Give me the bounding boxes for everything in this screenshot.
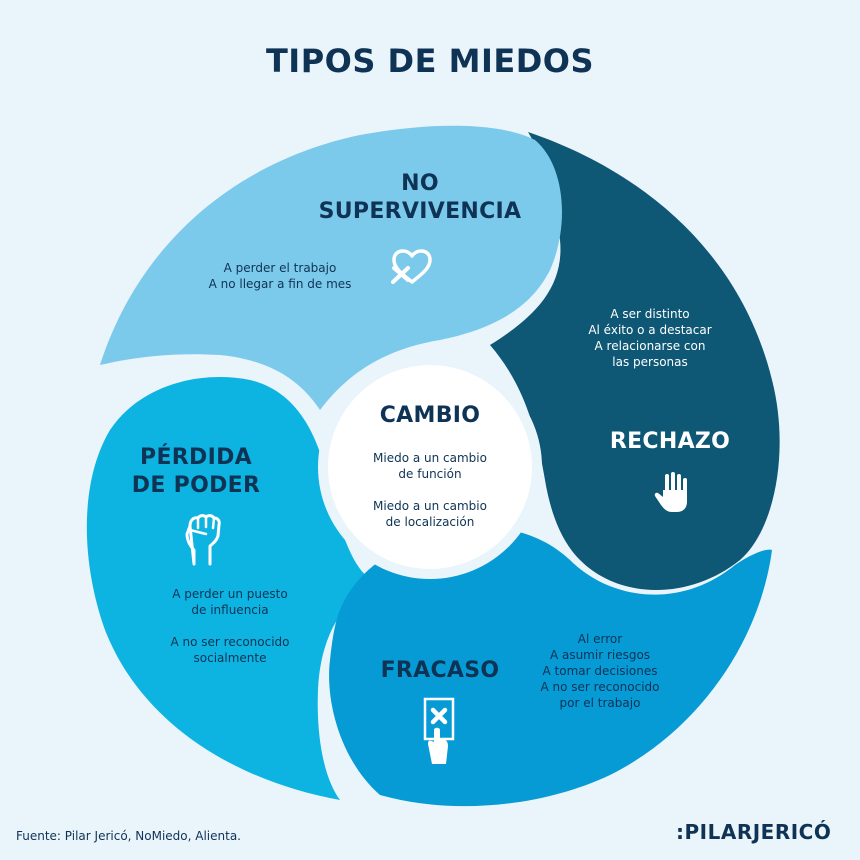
cambio-items: Miedo a un cambio de función Miedo a un …	[373, 451, 487, 529]
perdida-de-poder-heading: PÉRDIDA DE PODER	[131, 445, 261, 498]
segment-perdida-de-poder	[86, 377, 380, 800]
segment-no-supervivencia	[100, 125, 562, 410]
no-supervivencia-items: A perder el trabajo A no llegar a fin de…	[208, 261, 352, 291]
broken-heart-icon	[391, 249, 432, 284]
raised-fist-icon	[185, 514, 221, 566]
segment-rechazo	[490, 132, 780, 590]
fracaso-heading: FRACASO	[380, 658, 500, 683]
cambio-heading: CAMBIO	[379, 403, 481, 428]
no-supervivencia-heading: NO SUPERVIVENCIA	[318, 171, 522, 224]
rechazo-items: A ser distinto Al éxito o a destacar A r…	[588, 307, 712, 369]
rechazo-heading: RECHAZO	[609, 429, 731, 454]
page-title: TIPOS DE MIEDOS	[265, 42, 595, 80]
perdida-de-poder-items: A perder un puesto de influencia A no se…	[170, 587, 290, 665]
segment-cambio	[328, 365, 532, 569]
brand-logo: :PILARJERICÓ	[676, 820, 832, 844]
source-citation: Fuente: Pilar Jericó, NoMiedo, Alienta.	[16, 829, 241, 843]
fracaso-items: Al error A asumir riesgos A tomar decisi…	[540, 632, 660, 710]
hand-holding-rejected-card-icon	[423, 697, 455, 764]
stop-hand-icon	[654, 472, 687, 512]
